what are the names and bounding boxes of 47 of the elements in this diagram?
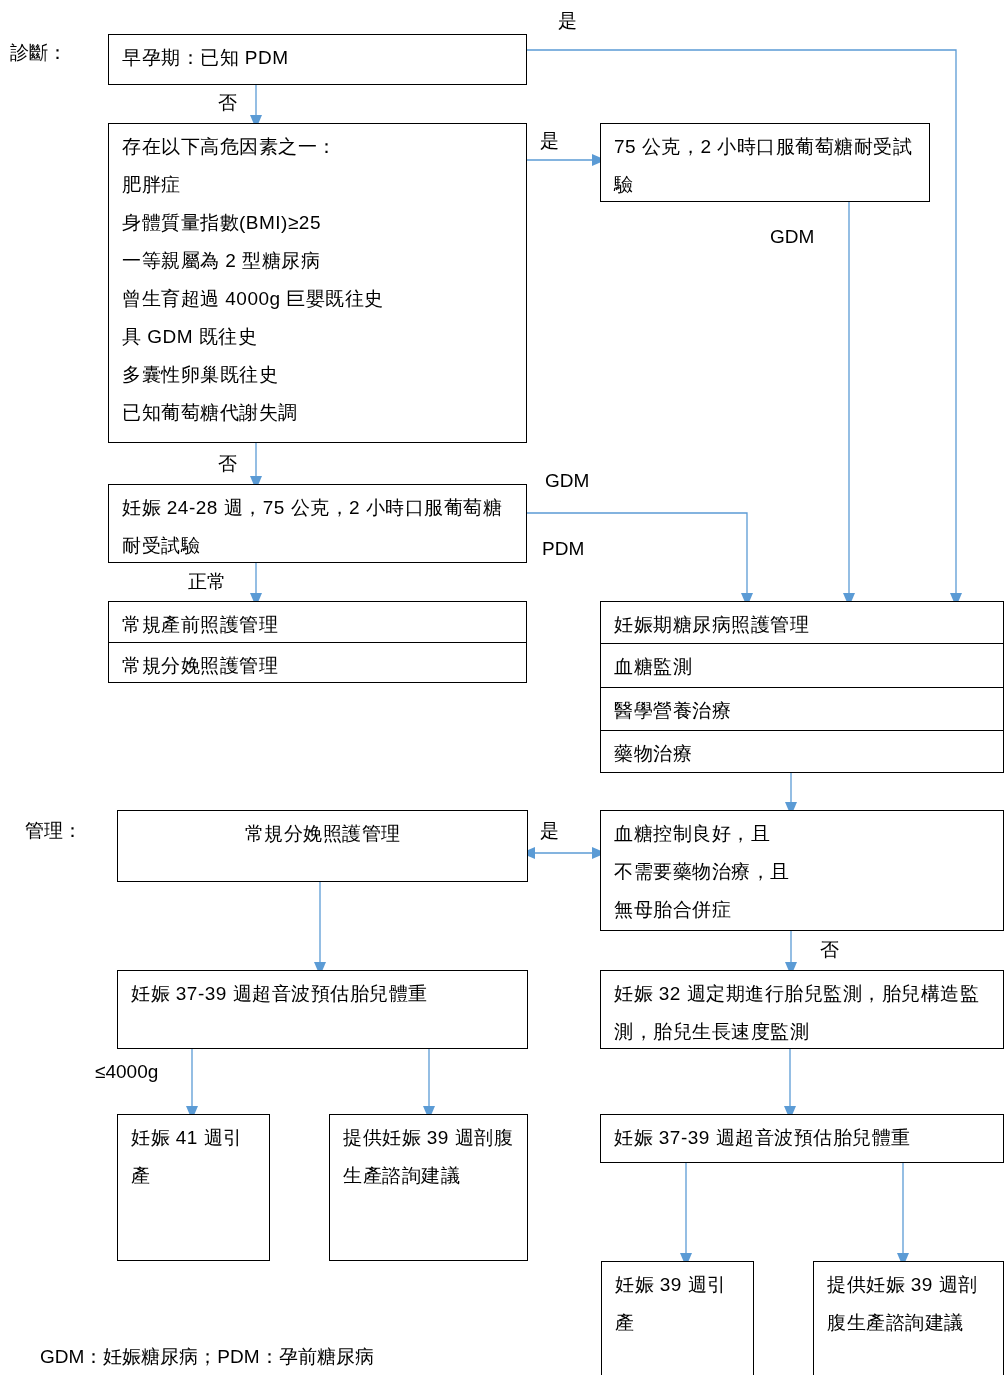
box-text: 已知葡萄糖代謝失調 [122, 401, 299, 425]
process-box [117, 970, 528, 1049]
box-text: 身體質量指數(BMI)≥25 [122, 211, 322, 235]
process-box [108, 642, 527, 683]
box-text: 妊娠 37-39 週超音波預估胎兒體重 [131, 982, 429, 1006]
box-text: 一等親屬為 2 型糖尿病 [122, 249, 322, 273]
process-box [600, 123, 930, 202]
box-text: 常規產前照護管理 [122, 613, 279, 637]
box-text: 藥物治療 [614, 742, 693, 766]
box-text: 妊娠 24-28 週，75 公克，2 小時口服葡萄糖耐受試驗 [122, 496, 504, 558]
process-box [108, 484, 527, 563]
box-text: 醫學營養治療 [614, 699, 732, 723]
box-text: 血糖控制良好，且 [614, 822, 771, 846]
process-box [600, 687, 1004, 731]
process-box [600, 810, 1004, 931]
process-box [600, 601, 1004, 644]
box-text: 多囊性卵巢既往史 [122, 363, 279, 387]
box-text: 肥胖症 [122, 173, 182, 197]
process-box [600, 643, 1004, 688]
box-text: 提供妊娠 39 週剖腹生產諮詢建議 [827, 1273, 979, 1335]
process-box [600, 1114, 1004, 1163]
process-box [600, 970, 1004, 1049]
box-text: 妊娠 41 週引產 [131, 1126, 244, 1188]
box-text: 妊娠期糖尿病照護管理 [614, 613, 810, 637]
process-box [108, 601, 527, 643]
box-text: 常規分娩照護管理 [243, 822, 402, 846]
box-text: 具 GDM 既往史 [122, 325, 259, 349]
process-box [600, 730, 1004, 773]
process-box [813, 1261, 1004, 1375]
process-box [108, 123, 527, 443]
process-box [601, 1261, 754, 1375]
box-text: 不需要藥物治療，且 [614, 860, 791, 884]
box-text: 常規分娩照護管理 [122, 654, 279, 678]
process-box [108, 34, 527, 85]
process-box [329, 1114, 528, 1261]
box-text: 妊娠 37-39 週超音波預估胎兒體重 [614, 1126, 912, 1150]
box-text: 早孕期：已知 PDM [122, 46, 290, 70]
process-box [117, 810, 528, 882]
box-text: 曾生育超過 4000g 巨嬰既往史 [122, 287, 385, 311]
box-text: 提供妊娠 39 週剖腹生產諮詢建議 [343, 1126, 514, 1188]
process-box [117, 1114, 270, 1261]
box-text: 血糖監測 [614, 655, 693, 679]
box-text: 妊娠 32 週定期進行胎兒監測，胎兒構造監測，胎兒生長速度監測 [614, 982, 981, 1044]
box-text: 存在以下高危因素之一： [122, 135, 338, 159]
box-text: 無母胎合併症 [614, 898, 732, 922]
box-text: 75 公克，2 小時口服葡萄糖耐受試驗 [614, 135, 914, 197]
box-text: 妊娠 39 週引產 [615, 1273, 728, 1335]
